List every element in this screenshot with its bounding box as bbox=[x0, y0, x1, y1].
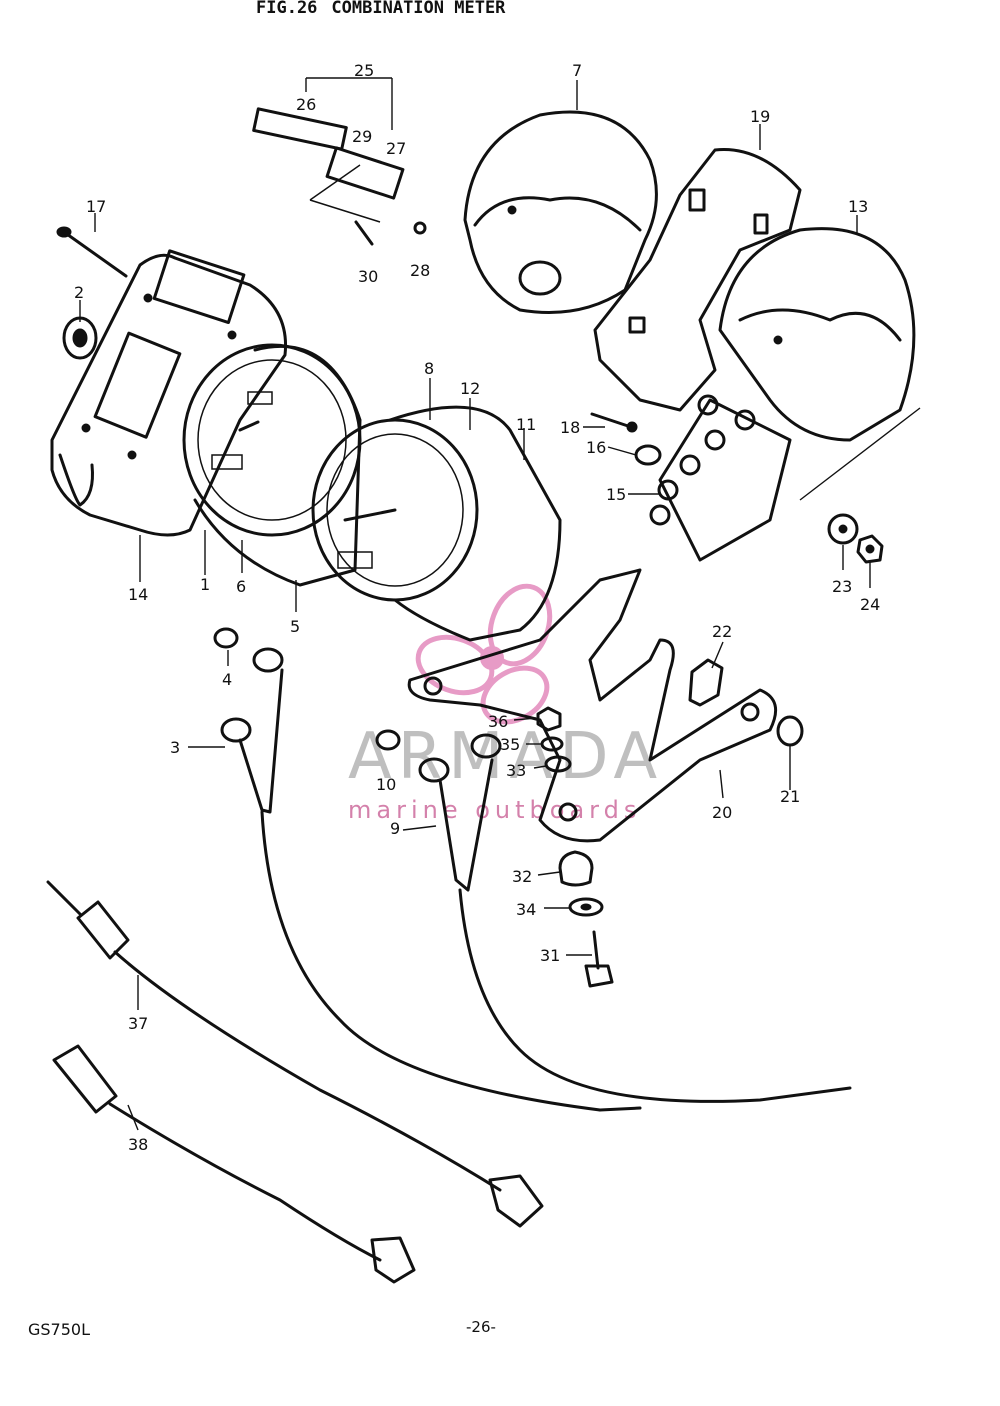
callout-34: 34 bbox=[516, 900, 536, 919]
bolt-31 bbox=[584, 930, 614, 988]
tachometer-1 bbox=[182, 343, 362, 587]
screw-18 bbox=[590, 412, 638, 433]
speedometer-cable-38 bbox=[52, 1044, 416, 1284]
callout-3: 3 bbox=[170, 738, 180, 757]
callout-6: 6 bbox=[236, 577, 246, 596]
meter-cover-7 bbox=[463, 110, 658, 314]
bulb-16 bbox=[634, 444, 662, 466]
page-number: -26- bbox=[466, 1318, 496, 1336]
watermark-tagline: marine outboards bbox=[348, 796, 641, 824]
callout-26: 26 bbox=[296, 95, 316, 114]
mounting-bracket-20 bbox=[407, 568, 778, 843]
bolt-17 bbox=[56, 226, 128, 278]
callout-22: 22 bbox=[712, 622, 732, 641]
bracket-19 bbox=[593, 148, 802, 412]
bulb-4 bbox=[213, 627, 239, 649]
washer-21 bbox=[776, 715, 804, 747]
callout-30: 30 bbox=[358, 267, 378, 286]
indicator-panel-14 bbox=[50, 249, 288, 537]
tachometer-cable-37 bbox=[46, 880, 544, 1228]
harness-cable-9 bbox=[458, 888, 852, 1103]
figure-title: FIG.26 COMBINATION METER bbox=[256, 0, 505, 18]
callout-1: 1 bbox=[200, 575, 210, 594]
callout-9: 9 bbox=[390, 819, 400, 838]
harness-cable-3 bbox=[260, 810, 642, 1112]
bulb-10 bbox=[375, 729, 401, 751]
screw-28 bbox=[413, 221, 427, 235]
grommet-2 bbox=[62, 316, 98, 360]
bulb-socket-9 bbox=[418, 733, 502, 892]
callout-19: 19 bbox=[750, 107, 770, 126]
callout-8: 8 bbox=[424, 359, 434, 378]
callout-37: 37 bbox=[128, 1014, 148, 1033]
callout-16: 16 bbox=[586, 438, 606, 457]
callout-11: 11 bbox=[516, 415, 536, 434]
callout-labels: 1 2 3 4 5 6 7 8 9 10 11 12 13 14 15 16 1… bbox=[74, 61, 880, 1154]
callout-35: 35 bbox=[500, 735, 520, 754]
callout-29: 29 bbox=[352, 127, 372, 146]
callout-38: 38 bbox=[128, 1135, 148, 1154]
callout-5: 5 bbox=[290, 617, 300, 636]
bulb-socket-3 bbox=[220, 647, 284, 814]
socket-holder-15 bbox=[649, 394, 792, 562]
watermark: ARMADA marine outboards bbox=[348, 583, 663, 824]
callout-15: 15 bbox=[606, 485, 626, 504]
callout-10: 10 bbox=[376, 775, 396, 794]
callout-13: 13 bbox=[848, 197, 868, 216]
callout-28: 28 bbox=[410, 261, 430, 280]
callout-20: 20 bbox=[712, 803, 732, 822]
meter-cover-13 bbox=[718, 227, 916, 442]
callout-32: 32 bbox=[512, 867, 532, 886]
washer-34 bbox=[568, 897, 604, 917]
callout-33: 33 bbox=[506, 761, 526, 780]
watermark-brand: ARMADA bbox=[348, 720, 663, 794]
screw-30 bbox=[354, 220, 374, 246]
callout-36: 36 bbox=[488, 712, 508, 731]
callout-17: 17 bbox=[86, 197, 106, 216]
figure-number: FIG.26 bbox=[256, 0, 318, 18]
callout-23: 23 bbox=[832, 577, 852, 596]
callout-18: 18 bbox=[560, 418, 580, 437]
figure-name: COMBINATION METER bbox=[331, 0, 506, 18]
callout-31: 31 bbox=[540, 946, 560, 965]
nut-24 bbox=[856, 534, 884, 564]
model-code: GS750L bbox=[28, 1320, 91, 1339]
clamp-22 bbox=[688, 658, 724, 707]
callout-21: 21 bbox=[780, 787, 800, 806]
callout-24: 24 bbox=[860, 595, 880, 614]
lamp-bar-26 bbox=[252, 107, 405, 223]
leader-lines bbox=[79, 77, 921, 1131]
washer-23 bbox=[827, 513, 859, 545]
speedometer-8 bbox=[311, 405, 562, 642]
callout-25: 25 bbox=[354, 61, 374, 80]
callout-2: 2 bbox=[74, 283, 84, 302]
callout-7: 7 bbox=[572, 61, 582, 80]
callout-4: 4 bbox=[222, 670, 232, 689]
cushion-32 bbox=[558, 850, 594, 887]
callout-27: 27 bbox=[386, 139, 406, 158]
nut-36 bbox=[536, 706, 562, 732]
washer-33 bbox=[544, 755, 572, 773]
callout-12: 12 bbox=[460, 379, 480, 398]
callout-14: 14 bbox=[128, 585, 148, 604]
